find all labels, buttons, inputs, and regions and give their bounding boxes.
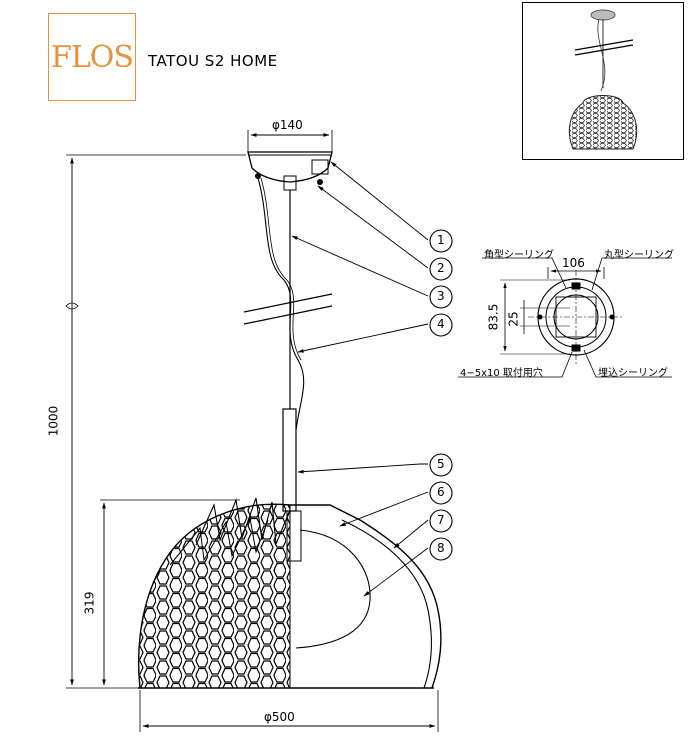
callout-label-6: 6 xyxy=(437,485,445,499)
callout-label-4: 4 xyxy=(437,317,445,331)
dimension-shade-height xyxy=(100,499,240,686)
total-height-label: 1000 xyxy=(46,405,61,437)
callout-label-1: 1 xyxy=(437,233,445,247)
callout-label-7: 7 xyxy=(437,513,445,527)
dimension-total-height xyxy=(65,154,246,689)
recessed-rosette-label: 埋込シーリング xyxy=(598,368,668,379)
suspension-cables xyxy=(243,177,333,512)
shade-honeycomb xyxy=(138,497,291,689)
rosette-width-label: 106 xyxy=(562,256,585,270)
rosette-height-outer-label: 83.5 xyxy=(486,303,501,331)
callout-label-8: 8 xyxy=(437,541,445,555)
dimension-canopy xyxy=(247,130,333,152)
shade-section xyxy=(138,504,442,689)
dimension-shade-diameter xyxy=(139,690,439,732)
square-rosette-label: 角型シーリング xyxy=(484,250,554,261)
callout-label-2: 2 xyxy=(437,261,445,275)
lamp-photo-thumbnail xyxy=(522,2,684,160)
leader-lines xyxy=(291,161,429,597)
callout-label-5: 5 xyxy=(437,457,445,471)
ceiling-detail xyxy=(458,257,672,378)
canopy-diameter-label: φ140 xyxy=(272,118,303,132)
canopy xyxy=(247,151,333,191)
mounting-holes-label: 4−5x10 取付用穴 xyxy=(460,368,543,379)
round-rosette-label: 丸型シーリング xyxy=(604,250,674,261)
rosette-height-inner-label: 25 xyxy=(506,311,521,327)
flos-logo: FLOS xyxy=(48,13,136,101)
callout-label-3: 3 xyxy=(437,289,445,303)
product-title: TATOU S2 HOME xyxy=(148,52,278,70)
shade-diameter-label: φ500 xyxy=(264,710,295,724)
shade-height-label: 319 xyxy=(82,591,97,615)
logo-text: FLOS xyxy=(51,39,134,75)
